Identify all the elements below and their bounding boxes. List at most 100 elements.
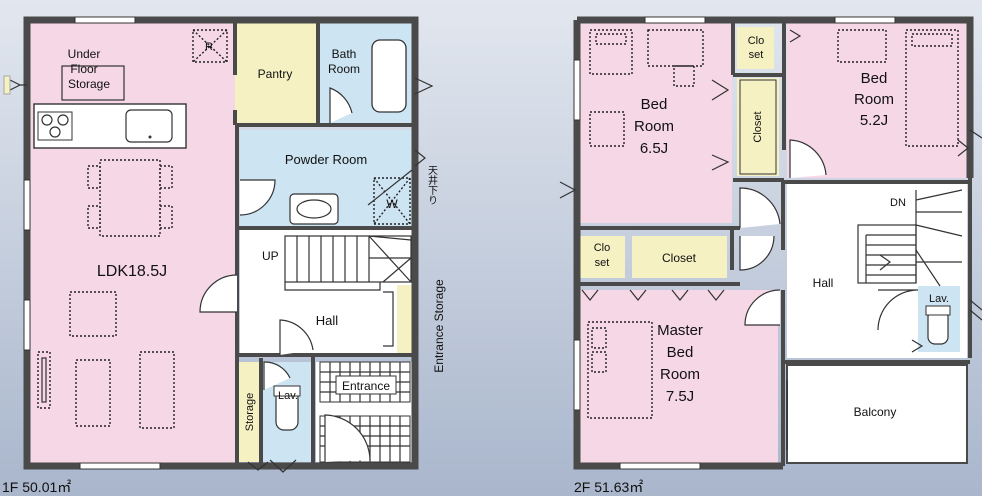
balcony-fill — [787, 365, 967, 463]
vanity — [289, 193, 339, 225]
window-top-1f — [74, 16, 136, 24]
closet-c-marker — [581, 289, 599, 301]
stairs-1f — [284, 235, 412, 291]
marker-6-5-1 — [711, 79, 730, 101]
desk-6-5 — [647, 29, 704, 67]
powder-room-label: Powder Room — [285, 152, 367, 167]
interior-walls-2f — [577, 20, 970, 362]
window-bottom-2f — [619, 462, 701, 470]
floor-1-caption: 1F 50.01㎡ — [2, 479, 71, 495]
powder-door — [239, 179, 276, 216]
chair-4 — [159, 205, 173, 229]
lav-2f-label: Lav. — [929, 293, 949, 305]
left-edge-tab — [3, 75, 11, 95]
master-pillow-2 — [591, 351, 607, 373]
floor-2: Bed Room 6.5J Clo set Closet Bed Room 5.… — [559, 16, 982, 495]
bath-room-label-1: Bath — [332, 47, 357, 61]
closet-d-door — [739, 235, 775, 271]
window-left-1f — [23, 179, 31, 231]
lav-1f-label: Lav. — [278, 390, 298, 402]
ceiling-lowered-label: 天井下り — [426, 165, 438, 205]
window-bottom-1f — [79, 462, 161, 470]
closet-a-label-1: Clo — [748, 35, 765, 47]
chair-1 — [87, 165, 101, 189]
under-floor-storage-label-1: Under — [68, 47, 101, 61]
bed-6-5-door — [739, 187, 781, 228]
under-floor-storage-box — [61, 65, 125, 101]
bed-5-2-label-2: Room — [854, 91, 894, 108]
under-floor-storage-label-3: Storage — [68, 77, 110, 91]
hall-walls-2f — [781, 178, 972, 466]
chair-3 — [159, 165, 173, 189]
window-marker-left — [5, 77, 27, 93]
hall-2f-label: Hall — [813, 276, 834, 290]
bed-room-6-5-fill — [580, 23, 732, 223]
window-marker-2f-right — [969, 129, 982, 321]
burner-3 — [49, 126, 61, 138]
ldk-fill — [30, 23, 235, 463]
lav-2f-marker — [911, 339, 924, 353]
hall-door — [279, 319, 314, 355]
marker-6-5-2 — [711, 154, 730, 171]
pantry-fill — [235, 23, 318, 123]
storage-fill — [238, 362, 260, 462]
master-pillow-1 — [591, 327, 607, 349]
window-left-2f-2 — [573, 339, 581, 411]
washer-label: W — [386, 197, 398, 211]
bed-6-5-label-1: Bed — [641, 96, 668, 113]
entrance-label: Entrance — [342, 379, 390, 393]
balcony-label: Balcony — [854, 405, 897, 419]
master-bed — [587, 321, 653, 419]
closet-a-fill — [737, 27, 774, 69]
bed-5-2 — [905, 29, 959, 147]
dining-table — [99, 159, 161, 237]
master-bed-label-1: Master — [657, 322, 703, 339]
washer-box — [373, 177, 411, 225]
chair-6-5 — [673, 65, 695, 87]
master-bed-label-3: Room — [660, 366, 700, 383]
window-left-1f-2 — [23, 299, 31, 351]
bath-door — [329, 87, 353, 123]
stairs-up-label: UP — [262, 249, 279, 263]
closet-d-markers — [629, 289, 725, 301]
closet-b-box — [739, 79, 777, 175]
ldk-door — [199, 274, 238, 313]
bed-6-5 — [589, 29, 633, 75]
closet-a-marker — [789, 29, 802, 43]
entry-marker-1 — [269, 459, 297, 473]
bed-5-2-label-3: 5.2J — [860, 112, 888, 129]
closet-c-fill — [580, 236, 625, 278]
kitchen-sink — [125, 109, 173, 143]
tv-stand — [37, 351, 51, 409]
entrance-storage-label: Entrance Storage — [432, 279, 446, 373]
bath-room-label-2: Room — [328, 62, 360, 76]
coffee-table — [69, 291, 117, 337]
master-bed-door — [744, 289, 781, 326]
burner-1 — [41, 114, 53, 126]
stairs-2f — [857, 189, 963, 287]
front-door — [324, 414, 371, 462]
lav-door-1f — [263, 361, 291, 390]
hall-1f-label: Hall — [316, 313, 339, 328]
master-bed-label-4: 7.5J — [666, 388, 694, 405]
side-table — [75, 359, 111, 427]
closet-d-label: Closet — [662, 251, 697, 265]
outer-wall-2f — [573, 16, 974, 470]
table-6-5 — [589, 111, 625, 147]
washbasin — [296, 199, 332, 219]
closet-a-label-2: set — [749, 49, 764, 61]
sink-drain — [148, 135, 152, 139]
window-top-2f-2 — [834, 16, 896, 24]
hall-storage-door — [383, 291, 394, 347]
closet-c-label-1: Clo — [594, 242, 611, 254]
pantry-label: Pantry — [258, 67, 293, 81]
ceiling-lowered-line — [367, 169, 413, 206]
window-marker-right-1 — [414, 77, 434, 95]
closet-b-fill — [737, 78, 779, 176]
toilet-tank-2f — [925, 305, 951, 316]
washer-cross — [373, 177, 411, 225]
entry-marker-2 — [247, 461, 269, 471]
window-marker-right-2 — [414, 149, 426, 167]
storage-label: Storage — [244, 393, 256, 432]
